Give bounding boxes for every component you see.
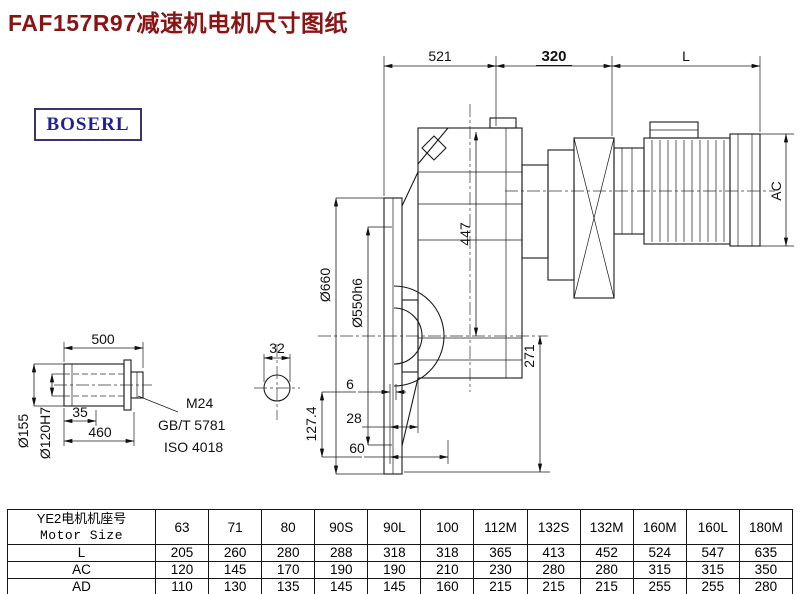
top-dimensions: 521 320 L — [383, 48, 761, 196]
dim-value-cell: 190 — [314, 561, 369, 579]
dim-447-label: 447 — [457, 222, 473, 246]
size-column-header: 132S — [526, 509, 581, 545]
dim-value-cell: 280 — [579, 561, 634, 579]
page-title: FAF157R97减速机电机尺寸图纸 — [8, 10, 349, 36]
size-column-header: 90S — [314, 509, 369, 545]
dim-320-label: 320 — [541, 48, 566, 65]
dim-35-label: 35 — [72, 404, 88, 420]
note-m24: M24 — [186, 395, 213, 411]
dim-value-cell: 280 — [738, 578, 794, 594]
size-column-header: 160L — [685, 509, 740, 545]
dim-AC-label: AC — [768, 181, 784, 200]
boserl-logo: BOSERL — [34, 108, 142, 141]
size-column-header: 71 — [208, 509, 263, 545]
dim-271-label: 271 — [521, 344, 537, 368]
dim-value-cell: 145 — [367, 578, 422, 594]
dim-value-cell: 145 — [208, 561, 263, 579]
dim-521-label: 521 — [428, 48, 452, 64]
fan-cover — [729, 133, 761, 247]
size-column-header: 90L — [367, 509, 422, 545]
output-flange — [383, 171, 445, 475]
dim-value-cell: 215 — [526, 578, 581, 594]
dim-value-cell: 215 — [473, 578, 528, 594]
dim-L-label: L — [682, 48, 690, 64]
dim-value-cell: 230 — [473, 561, 528, 579]
dim-460-label: 460 — [88, 424, 112, 440]
size-column-header: 63 — [154, 509, 210, 545]
dim-550h6-label: Ø550h6 — [349, 278, 365, 328]
dim-value-cell: 315 — [632, 561, 687, 579]
motor-size-header-en: Motor Size — [39, 528, 123, 543]
dim-value-cell: 170 — [261, 561, 316, 579]
dim-value-cell: 318 — [420, 544, 475, 562]
size-column-header: 100 — [420, 509, 475, 545]
size-column-header: 180M — [738, 509, 794, 545]
flange-diameter-dimensions: Ø660 Ø550h6 — [317, 197, 392, 475]
dim-value-cell: 365 — [473, 544, 528, 562]
dim-value-cell: 413 — [526, 544, 581, 562]
flange-face-dimensions: 6 28 60 127.4 — [303, 374, 449, 464]
dim-value-cell: 318 — [367, 544, 422, 562]
dim-6-label: 6 — [346, 376, 354, 392]
boserl-logo-text: BOSERL — [46, 113, 130, 135]
dim-value-cell: 524 — [632, 544, 687, 562]
dim-value-cell: 110 — [154, 578, 210, 594]
dim-value-cell: 260 — [208, 544, 263, 562]
dim-value-cell: 280 — [261, 544, 316, 562]
dim-value-cell: 255 — [632, 578, 687, 594]
size-column-header: 160M — [632, 509, 687, 545]
motor-size-header-cell: YE2电机机座号 Motor Size — [7, 509, 156, 545]
dim-value-cell: 145 — [314, 578, 369, 594]
row-label: L — [7, 544, 156, 562]
centerlines — [318, 104, 775, 392]
dim-28-label: 28 — [346, 410, 362, 426]
dim-500-label: 500 — [91, 331, 115, 347]
shaft-end-view: 32 — [254, 340, 300, 420]
technical-drawing: 521 320 L AC — [15, 48, 794, 475]
motor-adapter — [521, 137, 615, 299]
note-iso4018: ISO 4018 — [164, 439, 223, 455]
dim-value-cell: 190 — [367, 561, 422, 579]
dim-value-cell: 215 — [579, 578, 634, 594]
dim-value-cell: 205 — [154, 544, 210, 562]
motor-size-header-cn: YE2电机机座号 — [36, 511, 127, 526]
dim-value-cell: 288 — [314, 544, 369, 562]
dim-value-cell: 255 — [685, 578, 740, 594]
dim-value-cell: 160 — [420, 578, 475, 594]
inner-dimensions: 447 271 — [404, 131, 550, 473]
dim-value-cell: 452 — [579, 544, 634, 562]
note-gbt5781: GB/T 5781 — [158, 417, 226, 433]
dim-value-cell: 280 — [526, 561, 581, 579]
dim-60-label: 60 — [349, 440, 365, 456]
dim-value-cell: 210 — [420, 561, 475, 579]
dim-value-cell: 547 — [685, 544, 740, 562]
dim-value-cell: 315 — [685, 561, 740, 579]
dim-120H7-label: Ø120H7 — [37, 407, 53, 459]
size-column-header: 132M — [579, 509, 634, 545]
eyebolt-icon — [421, 135, 447, 161]
size-column-header: 112M — [473, 509, 528, 545]
dim-value-cell: 350 — [738, 561, 794, 579]
row-label: AC — [7, 561, 156, 579]
dim-value-cell: 130 — [208, 578, 263, 594]
dim-660-label: Ø660 — [317, 268, 333, 302]
dim-127-label: 127.4 — [303, 406, 319, 441]
dim-value-cell: 635 — [738, 544, 794, 562]
electric-motor — [613, 121, 761, 247]
row-label: AD — [7, 578, 156, 594]
shaft-detail: 500 35 460 Ø155 Ø120H7 M24 — [15, 331, 226, 459]
dim-155-label: Ø155 — [15, 414, 31, 448]
size-column-header: 80 — [261, 509, 316, 545]
ac-dimension: AC — [748, 133, 794, 247]
dim-value-cell: 135 — [261, 578, 316, 594]
dim-value-cell: 120 — [154, 561, 210, 579]
